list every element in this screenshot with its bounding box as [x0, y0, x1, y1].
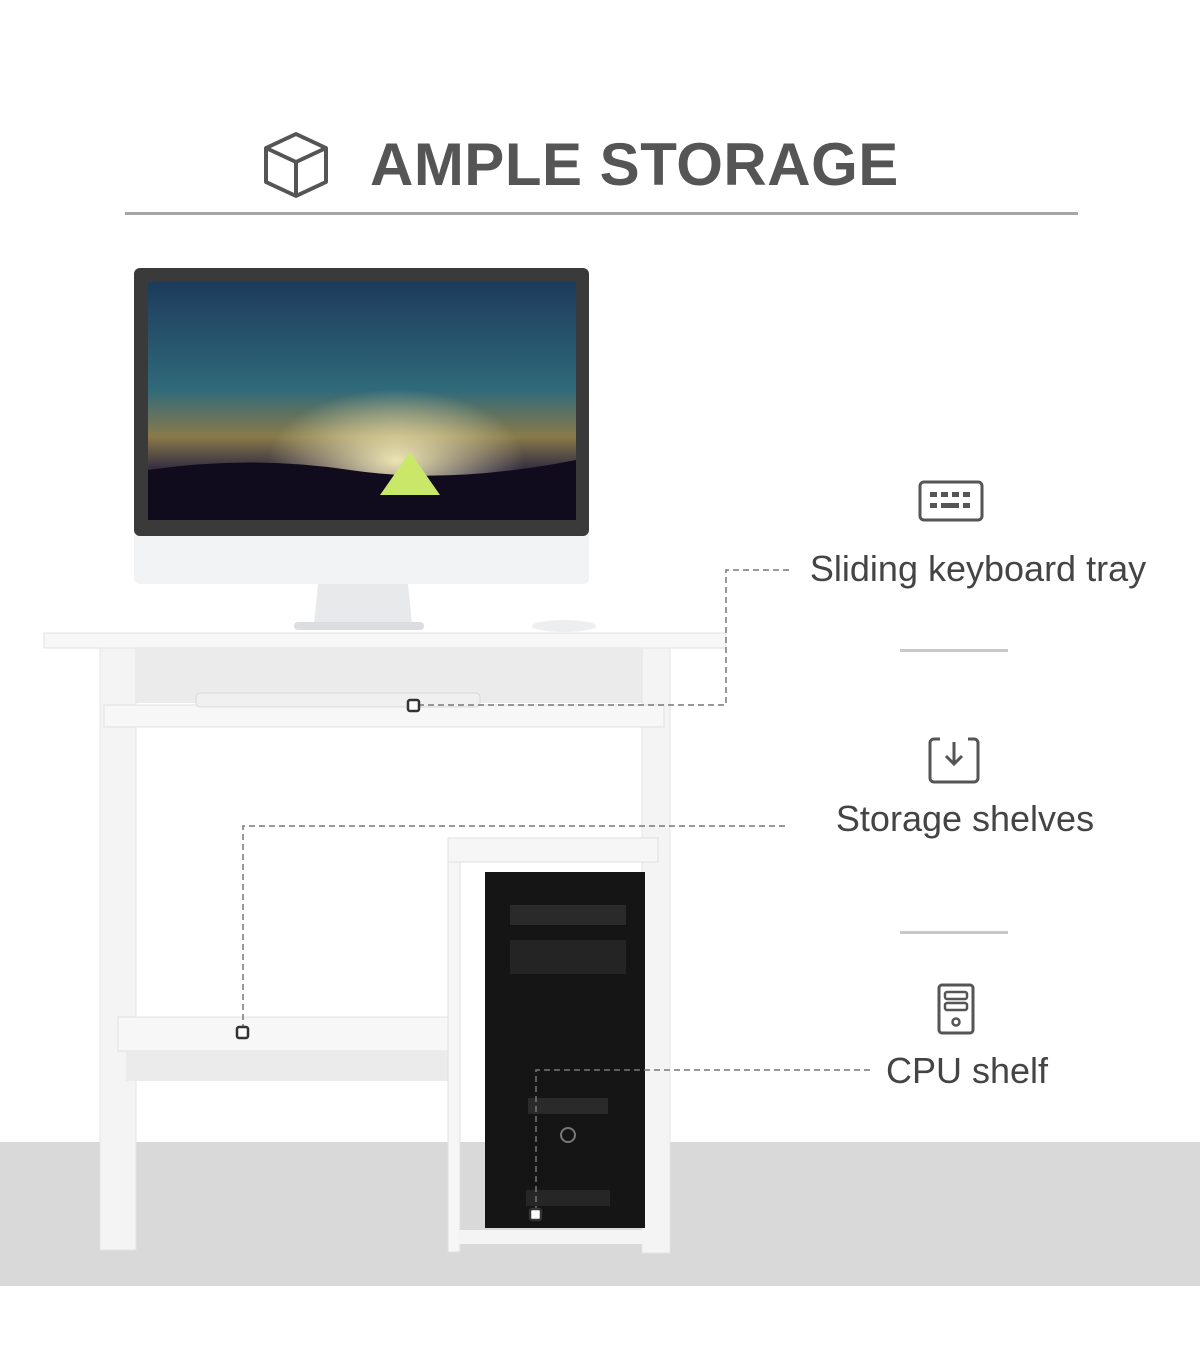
feature-label-storage-shelves: Storage shelves: [835, 798, 1095, 839]
cpu-marker: [528, 1207, 543, 1222]
feature-divider: [900, 649, 1008, 652]
feature-label-cpu-shelf: CPU shelf: [885, 1050, 1049, 1091]
keyboard-tray-marker: [406, 698, 421, 713]
monitor: [134, 268, 596, 632]
feature-label-keyboard-tray: Sliding keyboard tray: [809, 548, 1147, 589]
page-title: AMPLE STORAGE: [370, 131, 899, 198]
title-divider: [125, 212, 1078, 215]
shelf-marker: [235, 1025, 250, 1040]
feature-divider: [900, 931, 1008, 934]
desk: [43, 632, 727, 1254]
cpu-tower: [485, 872, 645, 1228]
computer-tower-icon: [937, 983, 975, 1035]
tray-download-icon: [928, 737, 980, 784]
cube-icon: [264, 132, 328, 198]
callout-lines: [242, 569, 870, 1212]
keyboard-icon: [918, 480, 984, 522]
